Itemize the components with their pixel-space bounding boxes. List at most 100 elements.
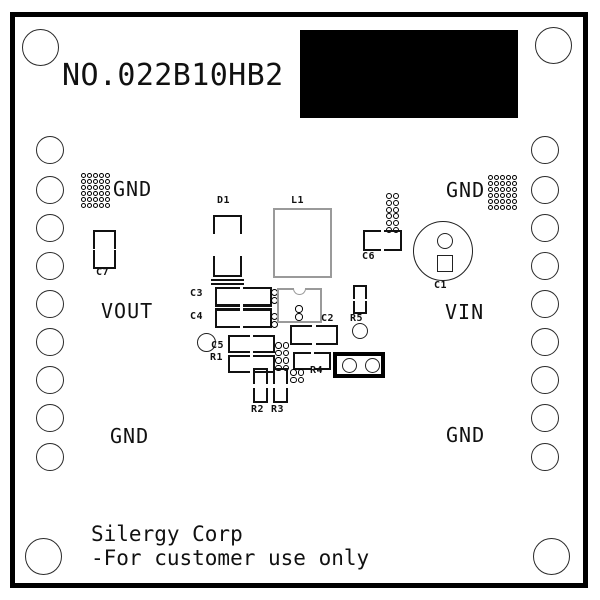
via-dot [494, 187, 499, 192]
refdes-c3: C3 [190, 288, 204, 299]
via-dot [81, 173, 86, 178]
via-dot [506, 193, 511, 198]
via-dot [392, 193, 399, 199]
via-dot [295, 305, 303, 313]
via-dot [500, 175, 505, 180]
d1-cathode-band [211, 279, 244, 281]
pin-hole-left-column [36, 328, 64, 356]
refdes-r2: R2 [251, 404, 265, 415]
via-dot [81, 197, 86, 202]
c6-pad-left [363, 230, 381, 251]
pin-hole-right-column [531, 290, 559, 318]
jumper-pin-hole [365, 357, 380, 373]
pin-hole-right-column [531, 176, 559, 204]
via-dot [494, 181, 499, 186]
via-dot [500, 199, 505, 204]
via-dot [494, 175, 499, 180]
refdes-c4: C4 [190, 311, 204, 322]
via-dot [271, 321, 278, 328]
via-dot [99, 197, 104, 202]
via-dot [297, 376, 304, 383]
via-dot [506, 205, 511, 210]
via-dot [87, 191, 92, 196]
pin-hole-right-column [531, 404, 559, 432]
refdes-c6: C6 [362, 251, 376, 262]
via-dot [500, 205, 505, 210]
via-dot [81, 185, 86, 190]
via-dot [105, 173, 110, 178]
refdes-r1: R1 [210, 352, 224, 363]
center-via-array [275, 342, 289, 371]
via-dot [105, 197, 110, 202]
r4-pad-left [293, 352, 311, 370]
net-label-gnd-top-right: GND [446, 178, 486, 202]
refdes-c7: C7 [96, 267, 110, 278]
c4-pad-left [215, 308, 240, 328]
r3-pad-bottom [273, 388, 288, 403]
r5-pad-top [353, 285, 367, 299]
ic-inner-via-pair [295, 305, 303, 321]
net-label-vout: VOUT [101, 299, 154, 323]
c1-negative-pad [437, 255, 453, 272]
c5-pad-right [253, 335, 275, 353]
via-dot [386, 220, 392, 227]
via-dot [494, 205, 499, 210]
via-dot [99, 173, 104, 178]
c4-pad-right [243, 308, 272, 328]
via-dot [105, 203, 110, 208]
pin-hole-left-column [36, 443, 64, 471]
via-dot [392, 220, 399, 227]
jumper-pin-hole [342, 357, 357, 373]
r2-pad-bottom [253, 388, 268, 403]
via-dot [297, 369, 304, 376]
via-dot [500, 181, 505, 186]
r5-pad-bottom [353, 301, 367, 314]
via-dot [105, 191, 110, 196]
via-dot [506, 181, 511, 186]
mounting-hole-top-right [534, 26, 572, 64]
via-dot [488, 181, 493, 186]
footer-notice-line: -For customer use only [91, 546, 370, 570]
c1-capacitor-outline [413, 221, 473, 281]
via-dot [506, 199, 511, 204]
via-dot [99, 185, 104, 190]
via-dot [93, 179, 98, 184]
via-dot [282, 349, 289, 356]
c7-pad-bottom [93, 250, 116, 269]
jumper-header-block [333, 352, 385, 378]
net-label-gnd-bottom-right: GND [446, 423, 486, 447]
via-dot [386, 226, 392, 233]
c6-via-array [386, 193, 399, 233]
r3-pad-top [273, 368, 288, 384]
d1-pad-bottom [213, 256, 242, 277]
refdes-c5: C5 [211, 340, 225, 351]
via-dot [488, 205, 493, 210]
c1-positive-pad [437, 233, 453, 249]
via-dot [275, 357, 282, 364]
via-dot [282, 357, 289, 364]
pin-hole-left-column [36, 252, 64, 280]
via-dot [500, 187, 505, 192]
via-dot [488, 193, 493, 198]
via-dot [275, 349, 282, 356]
via-dot [488, 187, 493, 192]
r4-pad-right [314, 352, 331, 370]
refdes-r5: R5 [350, 313, 364, 324]
via-dot [386, 213, 392, 220]
via-dot [386, 199, 392, 206]
r2-pad-top [253, 368, 268, 384]
via-dot [500, 193, 505, 198]
via-dot [87, 197, 92, 202]
gnd-via-array-left [81, 173, 110, 208]
mounting-hole-bottom-left [24, 537, 62, 575]
pin-hole-left-column [36, 366, 64, 394]
via-dot [87, 179, 92, 184]
net-label-vin: VIN [445, 300, 485, 324]
gnd-via-array-right [488, 175, 517, 210]
c3-pad-right [243, 287, 272, 307]
via-dot [87, 203, 92, 208]
c2-pad-left [290, 325, 312, 345]
via-dot [494, 199, 499, 204]
via-dot [512, 199, 517, 204]
